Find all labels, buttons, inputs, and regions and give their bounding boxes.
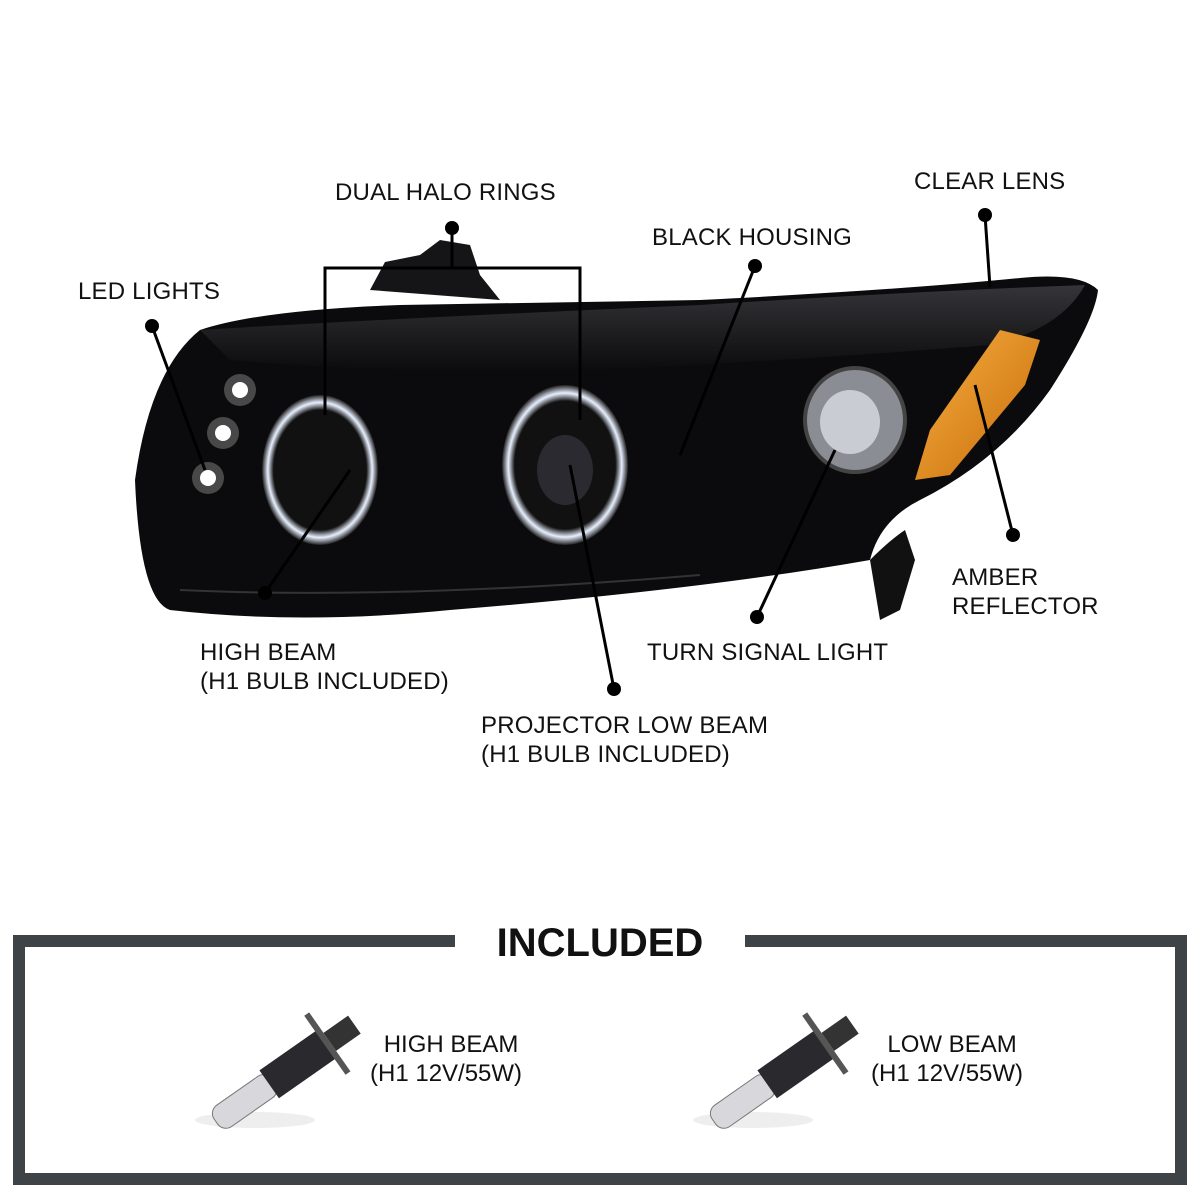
item-spec: (H1 12V/55W)	[370, 1060, 523, 1087]
led-lights	[192, 374, 256, 494]
label-high-beam-line2: (H1 BULB INCLUDED)	[200, 668, 449, 695]
label-projector-line2: (H1 BULB INCLUDED)	[481, 741, 730, 768]
turn-signal-bulb	[820, 390, 880, 454]
callout-dots	[145, 208, 1020, 696]
headlight-illustration	[135, 208, 1098, 696]
label-high-beam-line1: HIGH BEAM	[200, 639, 337, 666]
item-name: HIGH BEAM	[383, 1031, 519, 1058]
label-high-beam: HIGH BEAM (H1 BULB INCLUDED)	[200, 638, 449, 696]
label-amber-line2: REFLECTOR	[952, 593, 1099, 620]
label-dual-halo-rings: DUAL HALO RINGS	[335, 179, 556, 206]
label-clear-lens: CLEAR LENS	[914, 168, 1066, 195]
label-amber-reflector: AMBER REFLECTOR	[952, 563, 1099, 621]
included-title-gap	[455, 930, 745, 952]
included-title: INCLUDED	[496, 921, 704, 965]
label-turn-signal: TURN SIGNAL LIGHT	[647, 639, 889, 666]
included-item-high-beam: HIGH BEAM (H1 12V/55W)	[370, 1030, 522, 1088]
included-box	[13, 935, 1187, 1185]
amber-reflector	[915, 330, 1040, 480]
label-black-housing: BLACK HOUSING	[652, 224, 852, 251]
label-projector-line1: PROJECTOR LOW BEAM	[481, 712, 769, 739]
projector-lens	[537, 435, 593, 505]
item-spec: (H1 12V/55W)	[871, 1060, 1024, 1087]
label-amber-line1: AMBER	[952, 564, 1039, 591]
included-item-low-beam: LOW BEAM (H1 12V/55W)	[871, 1030, 1023, 1088]
high-beam-halo	[262, 395, 378, 545]
label-led-lights: LED LIGHTS	[78, 278, 221, 305]
label-projector-low-beam: PROJECTOR LOW BEAM (H1 BULB INCLUDED)	[481, 711, 768, 769]
item-name: LOW BEAM	[887, 1031, 1017, 1058]
